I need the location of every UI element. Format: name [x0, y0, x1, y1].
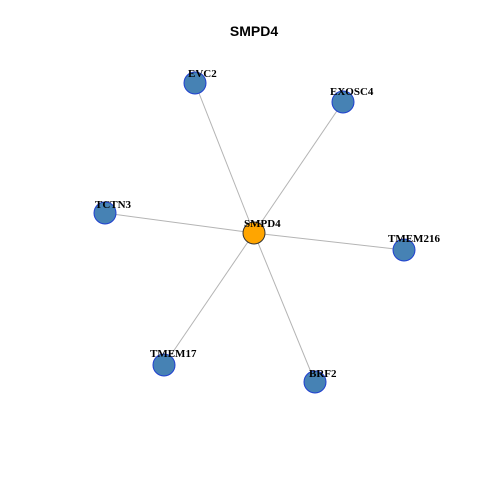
edges-layer	[104, 82, 405, 383]
node-circle-smpd4	[242, 221, 266, 245]
node-label-brf2: BRF2	[309, 368, 337, 380]
node-circle-exosc4	[331, 90, 355, 114]
node-exosc4: EXOSC4	[330, 86, 374, 114]
node-label-smpd4: SMPD4	[244, 218, 281, 230]
diagram-title: SMPD4	[230, 23, 278, 39]
edge-smpd4-exosc4	[253, 101, 344, 234]
node-label-tmem17: TMEM17	[150, 348, 197, 360]
edge-smpd4-evc2	[194, 82, 255, 234]
node-evc2: EVC2	[183, 68, 217, 95]
node-tctn3: TCTN3	[93, 199, 132, 225]
node-brf2: BRF2	[303, 368, 337, 394]
node-label-tctn3: TCTN3	[95, 199, 132, 211]
node-tmem17: TMEM17	[150, 348, 197, 377]
node-tmem216: TMEM216	[388, 233, 440, 262]
node-circle-evc2	[183, 71, 207, 95]
node-circle-tmem216	[392, 238, 416, 262]
node-circle-brf2	[303, 370, 327, 394]
node-label-exosc4: EXOSC4	[330, 86, 374, 98]
node-circle-tctn3	[93, 201, 117, 225]
edge-smpd4-tmem216	[253, 232, 405, 251]
node-label-evc2: EVC2	[188, 68, 217, 80]
node-smpd4: SMPD4	[242, 218, 281, 245]
node-circle-tmem17	[152, 353, 176, 377]
node-label-tmem216: TMEM216	[388, 233, 440, 245]
edge-smpd4-brf2	[253, 232, 316, 383]
edge-smpd4-tmem17	[163, 232, 255, 366]
edge-smpd4-tctn3	[104, 212, 255, 234]
